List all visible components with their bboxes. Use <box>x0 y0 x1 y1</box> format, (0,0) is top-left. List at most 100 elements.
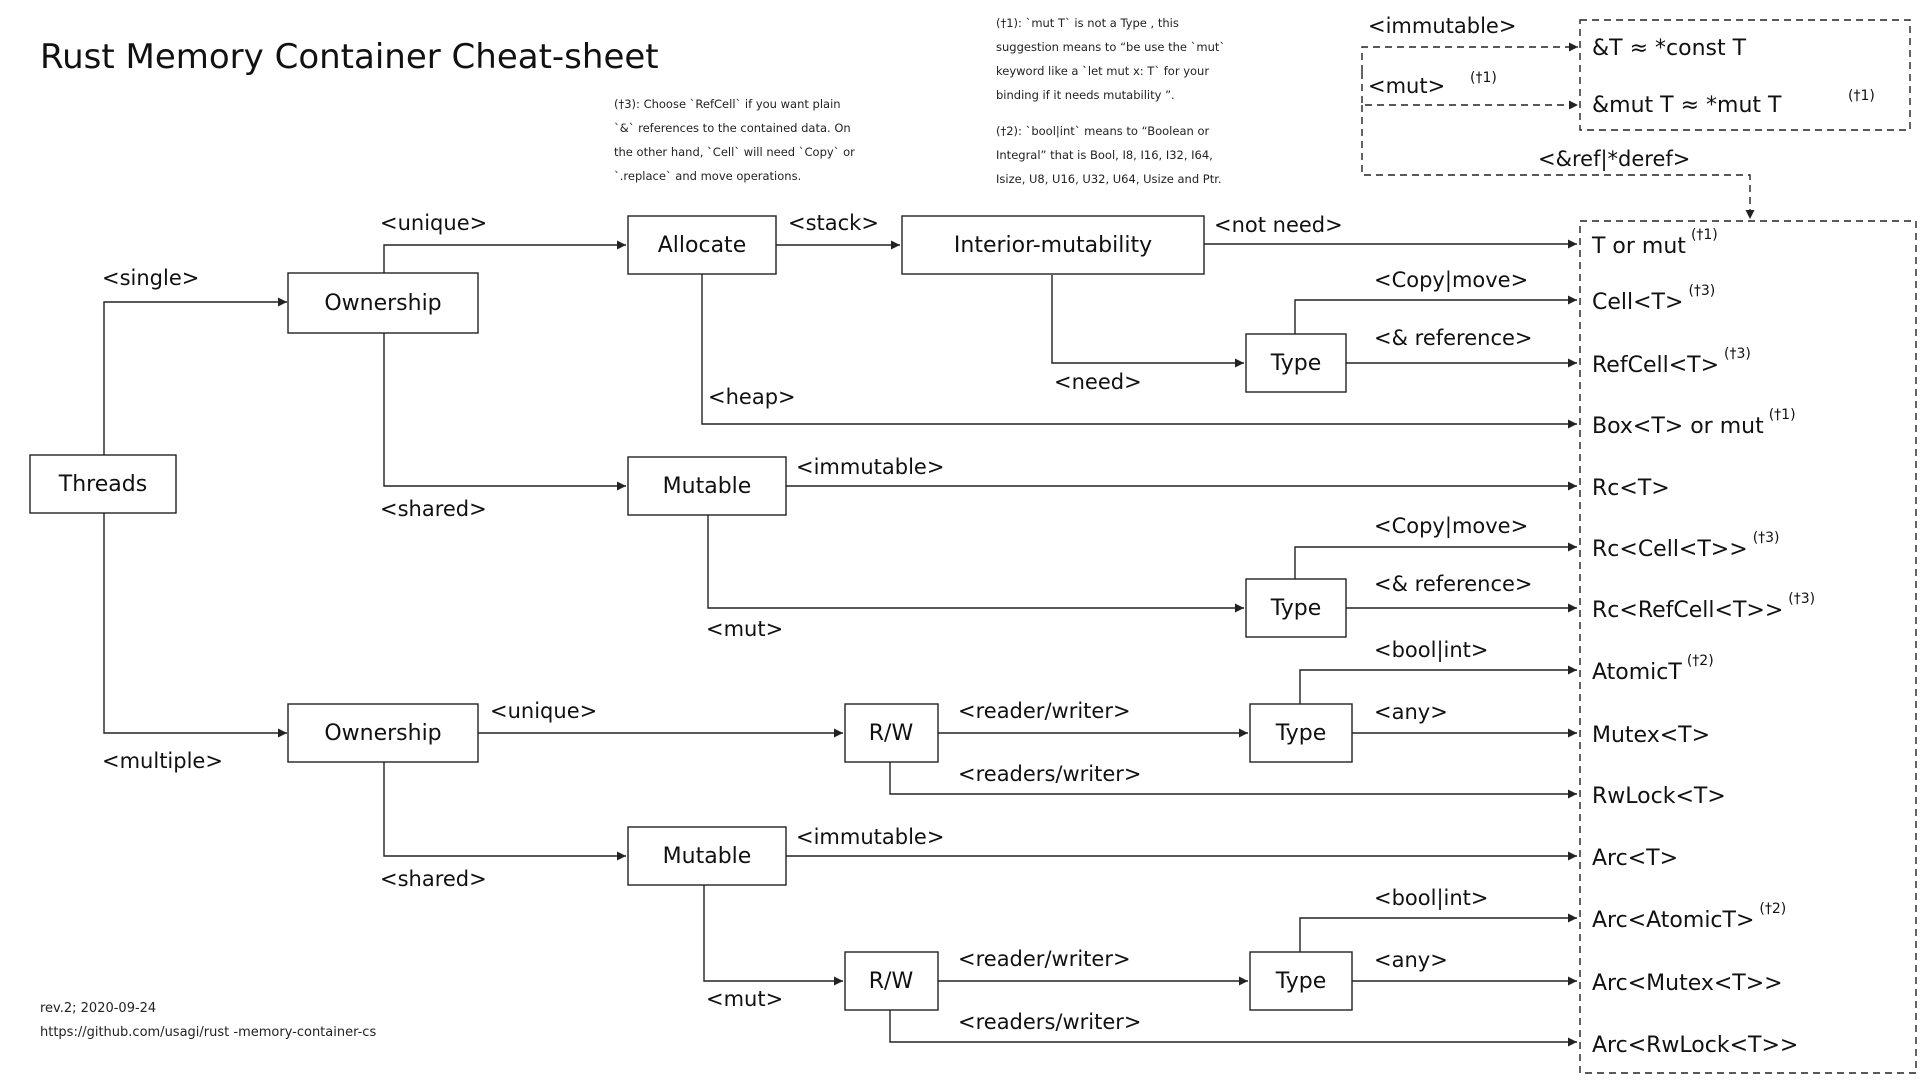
node-mutable-multiple: Mutable <box>627 826 787 886</box>
result-item: Mutex<T> <box>1592 723 1710 748</box>
edge-label-multiple: <multiple> <box>102 749 223 773</box>
result-item: RwLock<T> <box>1592 784 1726 809</box>
note-3-line-2: `&` references to the contained data. On <box>614 121 851 135</box>
result-text: Arc<T> <box>1592 846 1678 871</box>
note-1-line-4: binding if it needs mutability ”. <box>996 88 1175 102</box>
edge-label-immutable-multiple: <immutable> <box>796 825 944 849</box>
edge-label-unique-single: <unique> <box>380 211 487 235</box>
note-dagger-3: (†3): Choose `RefCell` if you want plain… <box>614 97 855 183</box>
legend-ref-deref-label: <&ref|*deref> <box>1538 147 1690 172</box>
result-text: Cell<T> <box>1592 290 1683 315</box>
edge-label-heap: <heap> <box>708 385 796 409</box>
node-ownership-multiple: Ownership <box>287 703 479 763</box>
result-text: RwLock<T> <box>1592 784 1726 809</box>
edge-label-reader-writer-2: <reader/writer> <box>958 947 1131 971</box>
edge-label-single: <single> <box>102 266 199 290</box>
edge-label-need: <need> <box>1054 370 1142 394</box>
result-item: Rc<Cell<T>> (†3) <box>1592 530 1780 562</box>
result-item: RefCell<T> (†3) <box>1592 346 1751 378</box>
edge-label-stack: <stack> <box>788 211 879 235</box>
node-type-shared: Type <box>1249 951 1353 1011</box>
node-type-rc: Type <box>1245 578 1347 638</box>
edge-label-any-1: <any> <box>1374 700 1448 724</box>
result-footnote: (†2) <box>1759 901 1786 917</box>
result-text: Arc<RwLock<T>> <box>1592 1033 1798 1058</box>
edge-label-mut-single: <mut> <box>706 617 783 641</box>
result-footnote: (†1) <box>1769 407 1796 423</box>
node-allocate-label: Allocate <box>658 233 746 258</box>
result-item: T or mut(†1) <box>1591 227 1718 259</box>
edge-label-ref-2: <& reference> <box>1374 572 1533 596</box>
node-type-interior: Type <box>1245 333 1347 393</box>
node-type-interior-label: Type <box>1270 351 1322 376</box>
result-text: Rc<T> <box>1592 476 1670 501</box>
edge-label-bool-int-1: <bool|int> <box>1374 638 1489 663</box>
node-ownership-multiple-label: Ownership <box>324 721 441 746</box>
node-allocate: Allocate <box>627 215 777 275</box>
edge-label-shared-multiple: <shared> <box>380 867 487 891</box>
edge-label-copy-move-2: <Copy|move> <box>1374 514 1528 539</box>
reference-legend: <immutable> <mut> (†1) <&ref|*deref> &T … <box>1361 14 1911 219</box>
result-item: Box<T> or mut (†1) <box>1592 407 1796 439</box>
node-threads-label: Threads <box>58 472 147 497</box>
note-2-line-2: Integral” that is Bool, I8, I16, I32, I6… <box>996 148 1213 162</box>
result-item: Arc<T> <box>1592 846 1678 871</box>
node-rw-unique-label: R/W <box>869 721 914 746</box>
node-mutable-single: Mutable <box>627 456 787 516</box>
result-text: Box<T> or mut <box>1592 414 1764 439</box>
result-footnote: (†3) <box>1724 346 1751 362</box>
edge-label-any-2: <any> <box>1374 948 1448 972</box>
note-dagger-1: (†1): `mut T` is not a Type , this sugge… <box>996 16 1225 102</box>
node-ownership-single-label: Ownership <box>324 291 441 316</box>
legend-mut-ref-t: &mut T ≈ *mut T <box>1592 93 1782 118</box>
node-rw-shared-label: R/W <box>869 969 914 994</box>
result-footnote: (†3) <box>1688 283 1715 299</box>
page-title: Rust Memory Container Cheat-sheet <box>40 37 659 77</box>
edge-label-shared-single: <shared> <box>380 497 487 521</box>
node-type-shared-label: Type <box>1275 969 1327 994</box>
legend-mut-label: <mut> <box>1368 74 1445 98</box>
result-item: AtomicT(†2) <box>1592 653 1714 685</box>
note-3-line-4: `.replace` and move operations. <box>614 169 801 183</box>
result-text: Arc<AtomicT> <box>1592 908 1754 933</box>
note-3-line-1: (†3): Choose `RefCell` if you want plain <box>614 97 841 111</box>
legend-mut-footnote: (†1) <box>1470 70 1497 86</box>
edge-label-copy-move-1: <Copy|move> <box>1374 268 1528 293</box>
note-1-line-2: suggestion means to “be use the `mut` <box>996 40 1225 54</box>
note-1-line-1: (†1): `mut T` is not a Type , this <box>996 16 1179 30</box>
edge-label-reader-writer-1: <reader/writer> <box>958 699 1131 723</box>
result-item: Arc<RwLock<T>> <box>1592 1033 1798 1058</box>
edge-label-mut-multiple: <mut> <box>706 987 783 1011</box>
result-footnote: (†2) <box>1687 653 1714 669</box>
result-text: Rc<RefCell<T>> <box>1592 598 1783 623</box>
edge-labels: <single> <multiple> <unique> <shared> <s… <box>102 211 1533 1034</box>
result-footnote: (†1) <box>1691 227 1718 243</box>
edge-label-ref-1: <& reference> <box>1374 326 1533 350</box>
note-3-line-3: the other hand, `Cell` will need `Copy` … <box>614 145 855 159</box>
result-item: Arc<AtomicT> (†2) <box>1592 901 1786 933</box>
edge-label-readers-writer-1: <readers/writer> <box>958 762 1141 786</box>
node-rw-shared: R/W <box>844 951 939 1011</box>
result-text: Arc<Mutex<T>> <box>1592 971 1783 996</box>
result-text: RefCell<T> <box>1592 353 1719 378</box>
edge-label-readers-writer-2: <readers/writer> <box>958 1010 1141 1034</box>
node-type-unique: Type <box>1249 703 1353 763</box>
node-rw-unique: R/W <box>844 703 939 763</box>
result-text: Rc<Cell<T>> <box>1592 537 1748 562</box>
note-2-line-3: Isize, U8, U16, U32, U64, Usize and Ptr. <box>996 172 1222 186</box>
node-mutable-multiple-label: Mutable <box>663 844 752 869</box>
result-list: T or mut(†1) Cell<T>(†3) RefCell<T>(†3) … <box>1591 227 1815 1058</box>
result-footnote: (†3) <box>1788 591 1815 607</box>
result-text: Mutex<T> <box>1592 723 1710 748</box>
node-mutable-single-label: Mutable <box>663 474 752 499</box>
note-1-line-3: keyword like a `let mut x: T` for your <box>996 64 1209 78</box>
edge-label-bool-int-2: <bool|int> <box>1374 886 1489 911</box>
result-footnote: (†3) <box>1753 530 1780 546</box>
legend-immutable-label: <immutable> <box>1368 14 1516 38</box>
node-ownership-single: Ownership <box>287 272 479 334</box>
node-interior-mutability: Interior-mutability <box>901 215 1205 275</box>
connectors <box>103 239 1577 1047</box>
edge-label-not-need: <not need> <box>1214 213 1343 237</box>
node-interior-mutability-label: Interior-mutability <box>954 233 1152 258</box>
legend-reference-box <box>1579 19 1911 131</box>
